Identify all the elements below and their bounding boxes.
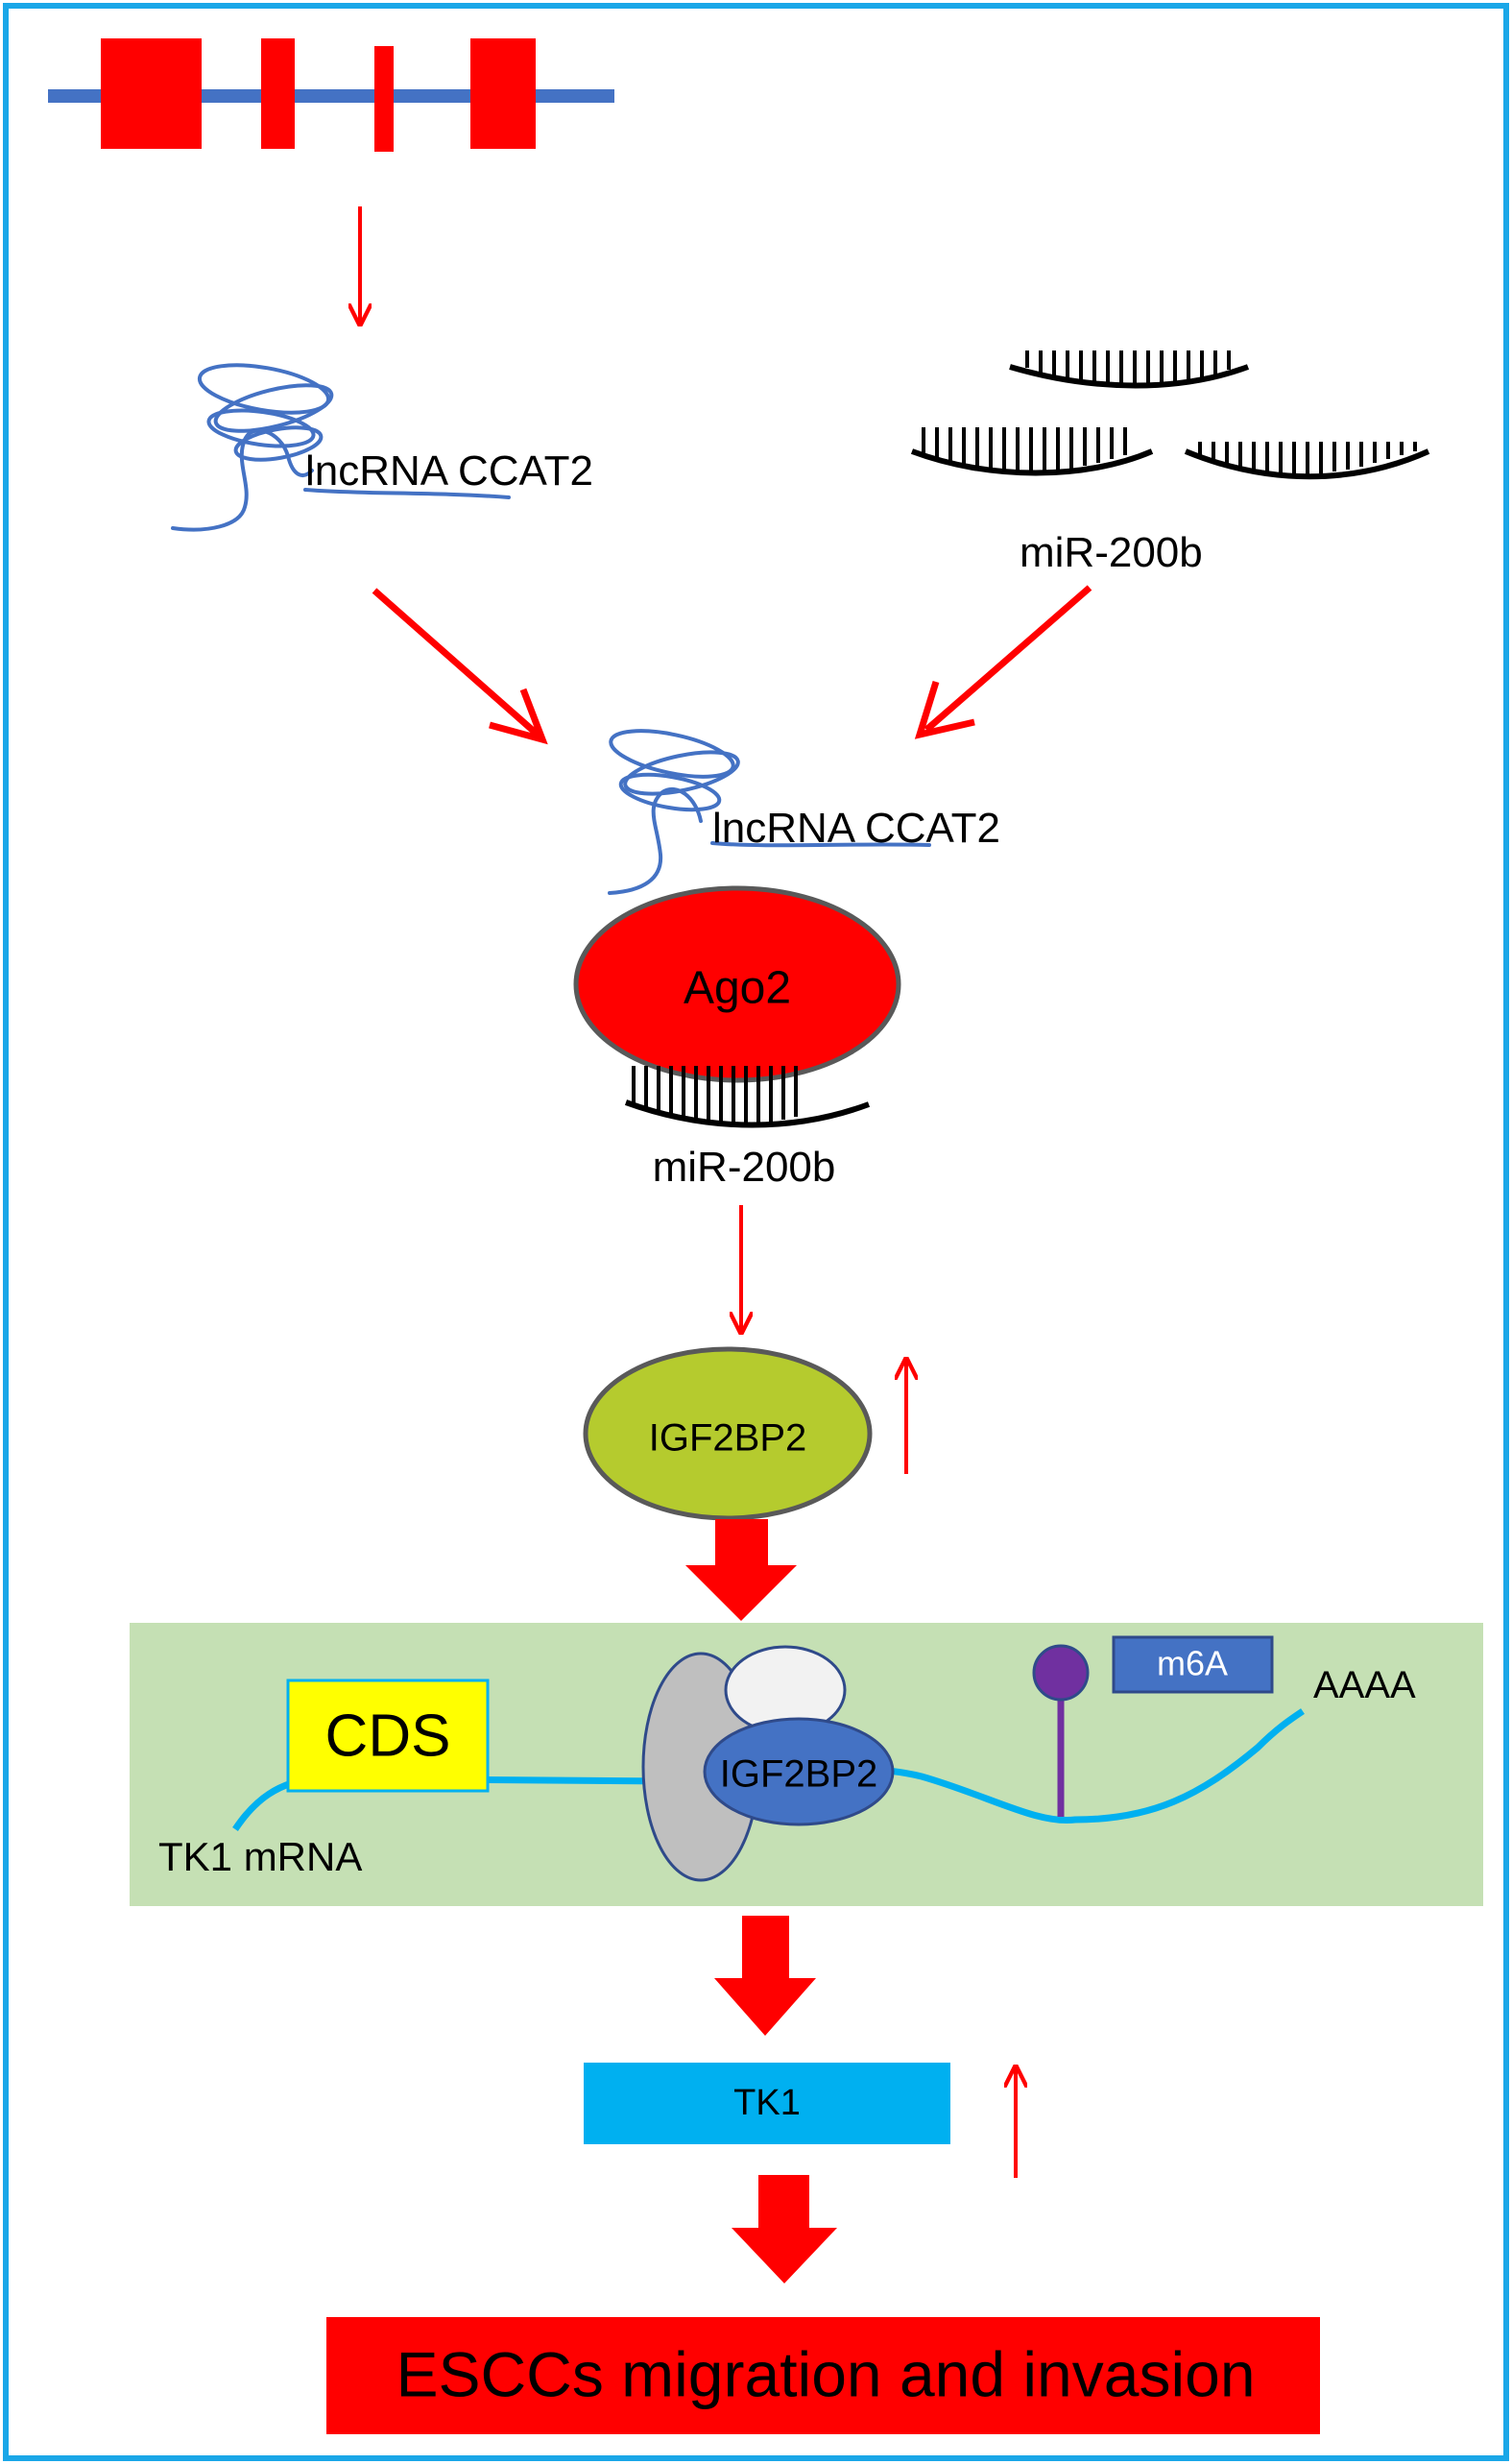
gene-structure-icon	[48, 38, 614, 152]
block-arrow-panel-to-tk1	[714, 1916, 816, 2036]
igf2bp2-label: IGF2BP2	[649, 1417, 807, 1460]
tk1-mrna-label: TK1 mRNA	[158, 1834, 362, 1879]
block-arrow-igf2bp2-to-panel	[685, 1519, 797, 1621]
block-arrow-tk1-to-outcome	[732, 2175, 837, 2283]
lncrna-coil-icon	[171, 363, 511, 532]
m6a-box	[1112, 1635, 1274, 1694]
tk1-box	[584, 2063, 950, 2144]
lncrna-coil-icon-complex	[608, 729, 931, 895]
mirna-bound-icon	[624, 1066, 871, 1128]
outcome-box	[326, 2317, 1320, 2434]
mirna-label-complex: miR-200b	[653, 1144, 836, 1191]
lncrna-label-top: lncRNA CCAT2	[305, 447, 593, 495]
igf2bp2-bound-label: IGF2BP2	[720, 1753, 878, 1796]
cds-label: CDS	[325, 1703, 451, 1769]
outer-frame	[3, 3, 1509, 2461]
mirna-label-top: miR-200b	[1020, 529, 1203, 576]
tk1-label: TK1	[733, 2083, 801, 2123]
cds-box	[286, 1679, 490, 1793]
outcome-label: ESCCs migration and invasion	[396, 2338, 1255, 2409]
mirna-strands-icon	[910, 350, 1430, 480]
polya-label: AAAA	[1313, 1664, 1416, 1706]
arrow-mirna-to-complex	[914, 585, 1092, 739]
m6a-label: m6A	[1157, 1644, 1228, 1683]
arrow-lncrna-to-complex	[372, 588, 548, 745]
m6a-pin-icon	[1032, 1644, 1090, 1702]
lncrna-label-complex: lncRNA CCAT2	[712, 805, 1000, 852]
ago2-ellipse	[573, 885, 901, 1083]
ago2-label: Ago2	[684, 963, 791, 1014]
igf2bp2-ellipse	[583, 1346, 873, 1521]
igf2bp2-bound-ellipse	[703, 1717, 895, 1826]
